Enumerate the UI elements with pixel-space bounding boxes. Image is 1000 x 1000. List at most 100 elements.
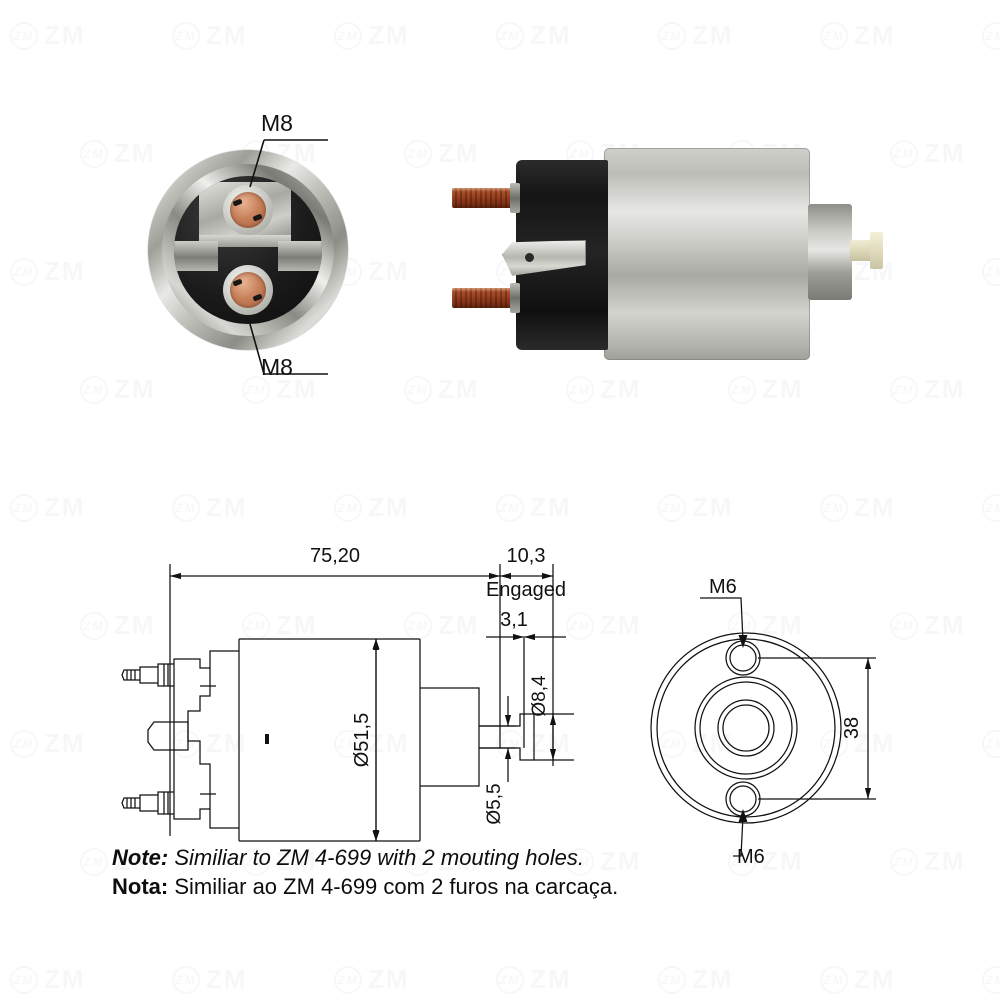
terminal-stud-bottom bbox=[222, 264, 274, 316]
watermark-badge-icon: ZM bbox=[172, 22, 200, 50]
watermark-zm: ZMZM bbox=[10, 20, 86, 51]
watermark-badge-icon: ZM bbox=[334, 22, 362, 50]
dim-body-diameter: Ø51,5 bbox=[351, 713, 373, 767]
solenoid-side-photo bbox=[452, 140, 883, 370]
note-text-en: Similiar to ZM 4-699 with 2 mouting hole… bbox=[174, 845, 584, 870]
solenoid-can-body bbox=[604, 148, 810, 360]
contact-plate-right bbox=[277, 241, 322, 271]
solenoid-front-photo bbox=[148, 150, 348, 350]
watermark-text: ZM bbox=[44, 964, 86, 995]
watermark-text: ZM bbox=[600, 374, 642, 405]
callout-label-m8-bottom: M8 bbox=[261, 354, 293, 380]
callout-label-m6-bottom: M6 bbox=[737, 846, 765, 866]
dim-plunger-step: 3,1 bbox=[500, 609, 528, 631]
technical-drawing-end-face: 38 M6 M6 bbox=[650, 576, 876, 866]
watermark-text: ZM bbox=[44, 20, 86, 51]
watermark-zm: ZMZM bbox=[496, 964, 572, 995]
watermark-zm: ZMZM bbox=[982, 964, 1000, 995]
watermark-text: ZM bbox=[692, 964, 734, 995]
watermark-zm: ZMZM bbox=[566, 374, 642, 405]
watermark-badge-icon: ZM bbox=[404, 140, 432, 168]
terminal-bolt-top bbox=[452, 188, 514, 208]
watermark-badge-icon: ZM bbox=[496, 494, 524, 522]
watermark-zm: ZMZM bbox=[334, 20, 410, 51]
watermark-zm: ZMZM bbox=[658, 964, 734, 995]
watermark-text: ZM bbox=[368, 256, 410, 287]
note-text-pt: Similiar ao ZM 4-699 com 2 furos na carc… bbox=[174, 874, 619, 900]
plunger-head bbox=[870, 232, 883, 269]
watermark-badge-icon: ZM bbox=[10, 966, 38, 994]
watermark-text: ZM bbox=[44, 492, 86, 523]
watermark-zm: ZMZM bbox=[10, 728, 86, 759]
callout-leader-m8-top bbox=[249, 139, 328, 188]
watermark-badge-icon: ZM bbox=[404, 376, 432, 404]
watermark-zm: ZMZM bbox=[172, 964, 248, 995]
terminal-stud-top bbox=[222, 184, 274, 236]
watermark-zm: ZMZM bbox=[982, 492, 1000, 523]
watermark-badge-icon: ZM bbox=[890, 376, 918, 404]
watermark-badge-icon: ZM bbox=[10, 730, 38, 758]
watermark-text: ZM bbox=[206, 964, 248, 995]
dim-rod-diameter: Ø5,5 bbox=[484, 783, 505, 824]
watermark-badge-icon: ZM bbox=[80, 140, 108, 168]
watermark-text: ZM bbox=[924, 374, 966, 405]
callout-label-m8-top: M8 bbox=[261, 110, 293, 136]
watermark-zm: ZMZM bbox=[658, 20, 734, 51]
watermark-badge-icon: ZM bbox=[820, 22, 848, 50]
watermark-badge-icon: ZM bbox=[10, 494, 38, 522]
watermark-badge-icon: ZM bbox=[890, 140, 918, 168]
watermark-zm: ZMZM bbox=[496, 492, 572, 523]
watermark-badge-icon: ZM bbox=[820, 966, 848, 994]
solenoid-nose-collar bbox=[808, 204, 852, 300]
watermark-badge-icon: ZM bbox=[982, 258, 1000, 286]
watermark-text: ZM bbox=[924, 846, 966, 877]
terminal-collar-top bbox=[510, 183, 520, 213]
contact-plate-left bbox=[174, 241, 219, 271]
technical-drawing-side: 75,20 10,3 Engaged 3,1 Ø51,5 Ø8,4 Ø5,5 bbox=[121, 545, 574, 842]
watermark-text: ZM bbox=[530, 20, 572, 51]
dim-hole-spacing: 38 bbox=[841, 717, 863, 739]
watermark-badge-icon: ZM bbox=[10, 22, 38, 50]
watermark-badge-icon: ZM bbox=[728, 376, 756, 404]
terminal-bolt-bottom bbox=[452, 288, 514, 308]
watermark-text: ZM bbox=[530, 492, 572, 523]
watermark-zm: ZMZM bbox=[496, 20, 572, 51]
watermark-text: ZM bbox=[530, 964, 572, 995]
watermark-zm: ZMZM bbox=[334, 492, 410, 523]
watermark-zm: ZMZM bbox=[10, 964, 86, 995]
watermark-text: ZM bbox=[114, 374, 156, 405]
watermark-zm: ZMZM bbox=[728, 374, 804, 405]
note-line-en: Note: Similiar to ZM 4-699 with 2 moutin… bbox=[112, 843, 618, 872]
watermark-text: ZM bbox=[924, 610, 966, 641]
watermark-text: ZM bbox=[692, 492, 734, 523]
watermark-zm: ZMZM bbox=[658, 492, 734, 523]
dim-head-diameter: Ø8,4 bbox=[529, 675, 550, 717]
watermark-badge-icon: ZM bbox=[172, 494, 200, 522]
watermark-badge-icon: ZM bbox=[496, 22, 524, 50]
watermark-text: ZM bbox=[438, 374, 480, 405]
note-block: Note: Similiar to ZM 4-699 with 2 moutin… bbox=[112, 843, 618, 902]
dim-engaged-label: Engaged bbox=[486, 579, 566, 601]
watermark-badge-icon: ZM bbox=[566, 376, 594, 404]
watermark-zm: ZMZM bbox=[890, 138, 966, 169]
watermark-badge-icon: ZM bbox=[658, 494, 686, 522]
watermark-zm: ZMZM bbox=[404, 374, 480, 405]
watermark-text: ZM bbox=[854, 20, 896, 51]
watermark-zm: ZMZM bbox=[890, 374, 966, 405]
watermark-badge-icon: ZM bbox=[334, 494, 362, 522]
solenoid-face bbox=[174, 176, 322, 324]
watermark-text: ZM bbox=[368, 492, 410, 523]
watermark-zm: ZMZM bbox=[820, 964, 896, 995]
watermark-badge-icon: ZM bbox=[658, 22, 686, 50]
watermark-badge-icon: ZM bbox=[982, 22, 1000, 50]
note-label-en: Note: bbox=[112, 845, 169, 870]
watermark-zm: ZMZM bbox=[172, 20, 248, 51]
watermark-zm: ZMZM bbox=[820, 492, 896, 523]
watermark-badge-icon: ZM bbox=[982, 966, 1000, 994]
watermark-text: ZM bbox=[44, 728, 86, 759]
watermark-badge-icon: ZM bbox=[982, 494, 1000, 522]
dim-engaged-length: 10,3 bbox=[507, 545, 546, 567]
terminal-copper-top bbox=[229, 191, 267, 229]
contact-plate-bridge bbox=[199, 235, 291, 248]
